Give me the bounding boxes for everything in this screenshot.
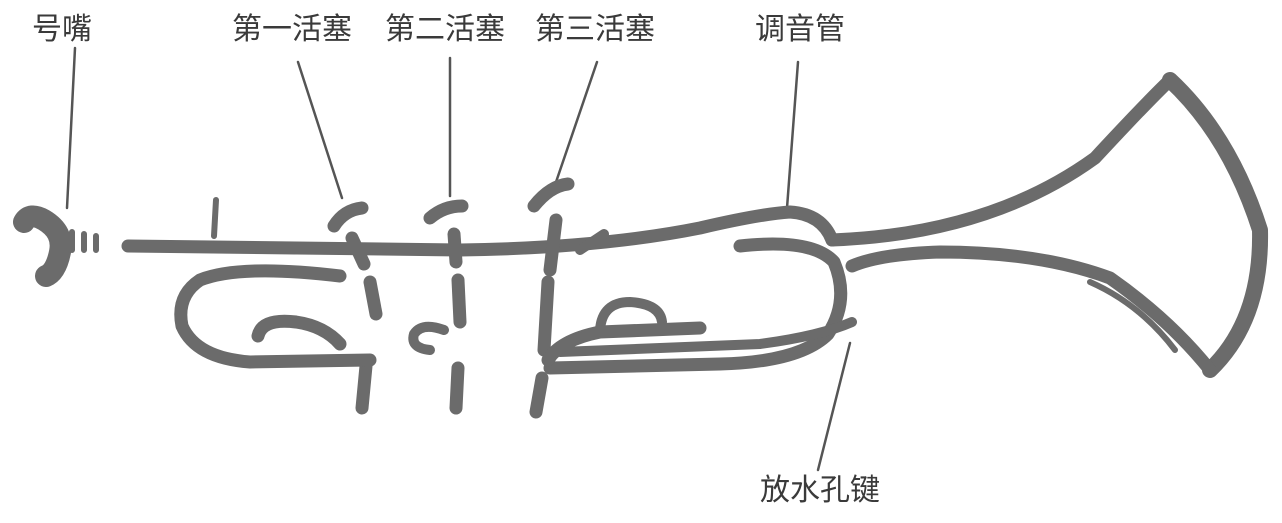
label-second-valve: 第二活塞: [385, 12, 505, 47]
label-mouthpiece: 号嘴: [32, 12, 92, 47]
valve1-casing-bottom: [355, 359, 373, 415]
valve1-casing-mid: [363, 275, 383, 321]
bell-lower: [845, 245, 1217, 377]
label-first-valve: 第一活塞: [232, 12, 352, 47]
label-third-valve: 第三活塞: [535, 12, 655, 47]
valve3-casing-bottom: [529, 371, 549, 419]
valve3-casing-mid: [537, 275, 555, 357]
second-valve-loop: [408, 321, 449, 355]
leader-third-valve: [553, 60, 599, 187]
valve2-button: [423, 199, 469, 225]
bell-rim: [1162, 72, 1269, 378]
third-valve-slide: [595, 297, 667, 335]
first-valve-slide: [174, 264, 377, 369]
leader-first-valve: [296, 60, 344, 200]
tuning-slide: [543, 237, 848, 375]
leader-water-key: [816, 341, 852, 472]
valve3-button: [527, 177, 575, 213]
valve3-casing-top: [543, 213, 563, 277]
valve1-button: [327, 201, 369, 233]
valve2-casing-bottom: [449, 361, 465, 415]
bell-inner: [1087, 279, 1178, 353]
trumpet-body: [13, 72, 1269, 419]
mouthpiece-shank: [69, 229, 99, 253]
ink-mark: [211, 197, 219, 239]
bell-upper: [825, 73, 1177, 247]
tuning-slide-lower: [555, 317, 857, 357]
label-water-key: 放水孔键: [760, 473, 880, 508]
valve3-tube: [575, 229, 609, 255]
third-valve-slide-connector: [541, 321, 707, 367]
label-tuning-slide: 调音管: [755, 12, 845, 47]
leader-tuning-slide: [785, 60, 800, 210]
lead-pipe: [121, 205, 839, 257]
valve1-casing-top: [345, 231, 371, 271]
valve2-casing-top: [447, 227, 463, 269]
leader-mouthpiece: [65, 46, 77, 210]
mouthpiece-cup: [13, 205, 72, 287]
leader-lines: [65, 46, 852, 472]
valve2-casing-mid: [451, 273, 467, 329]
first-valve-slide-inner: [251, 314, 347, 351]
